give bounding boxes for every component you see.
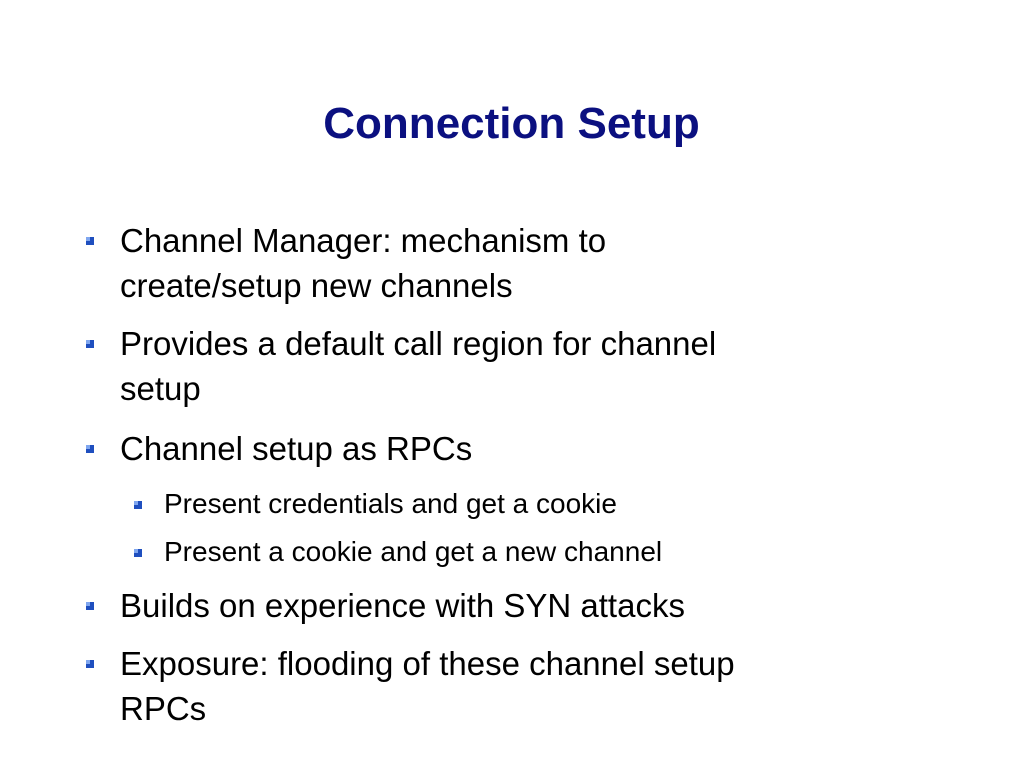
bullet-text-line: RPCs — [120, 690, 207, 727]
bullet-icon — [134, 501, 142, 509]
bullet-icon — [134, 549, 142, 557]
bullet-icon — [86, 237, 94, 245]
bullet-icon — [86, 660, 94, 668]
sub-bullet-item: Present a cookie and get a new channel — [134, 535, 924, 569]
bullet-text-line: create/setup new channels — [120, 267, 513, 304]
bullet-text-line: Channel Manager: mechanism to — [120, 222, 607, 259]
slide-title: Connection Setup — [323, 99, 700, 148]
bullet-text-line: Provides a default call region for chann… — [120, 325, 717, 362]
bullet-item: Channel Manager: mechanism to create/set… — [86, 218, 900, 308]
bullet-text-line: Present credentials and get a cookie — [164, 488, 617, 519]
bullet-text-line: Builds on experience with SYN attacks — [120, 587, 685, 624]
bullet-text-line: Present a cookie and get a new channel — [164, 536, 663, 567]
bullet-item: Channel setup as RPCs — [86, 426, 900, 471]
bullet-icon — [86, 445, 94, 453]
bullet-text-line: setup — [120, 370, 201, 407]
bullet-item: Builds on experience with SYN attacks — [86, 583, 900, 628]
bullet-text-line: Exposure: flooding of these channel setu… — [120, 645, 735, 682]
bullet-icon — [86, 602, 94, 610]
sub-bullet-item: Present credentials and get a cookie — [134, 487, 924, 521]
bullet-text-line: Channel setup as RPCs — [120, 430, 473, 467]
bullet-item: Provides a default call region for chann… — [86, 321, 900, 411]
bullet-icon — [86, 340, 94, 348]
bullet-item: Exposure: flooding of these channel setu… — [86, 641, 900, 731]
